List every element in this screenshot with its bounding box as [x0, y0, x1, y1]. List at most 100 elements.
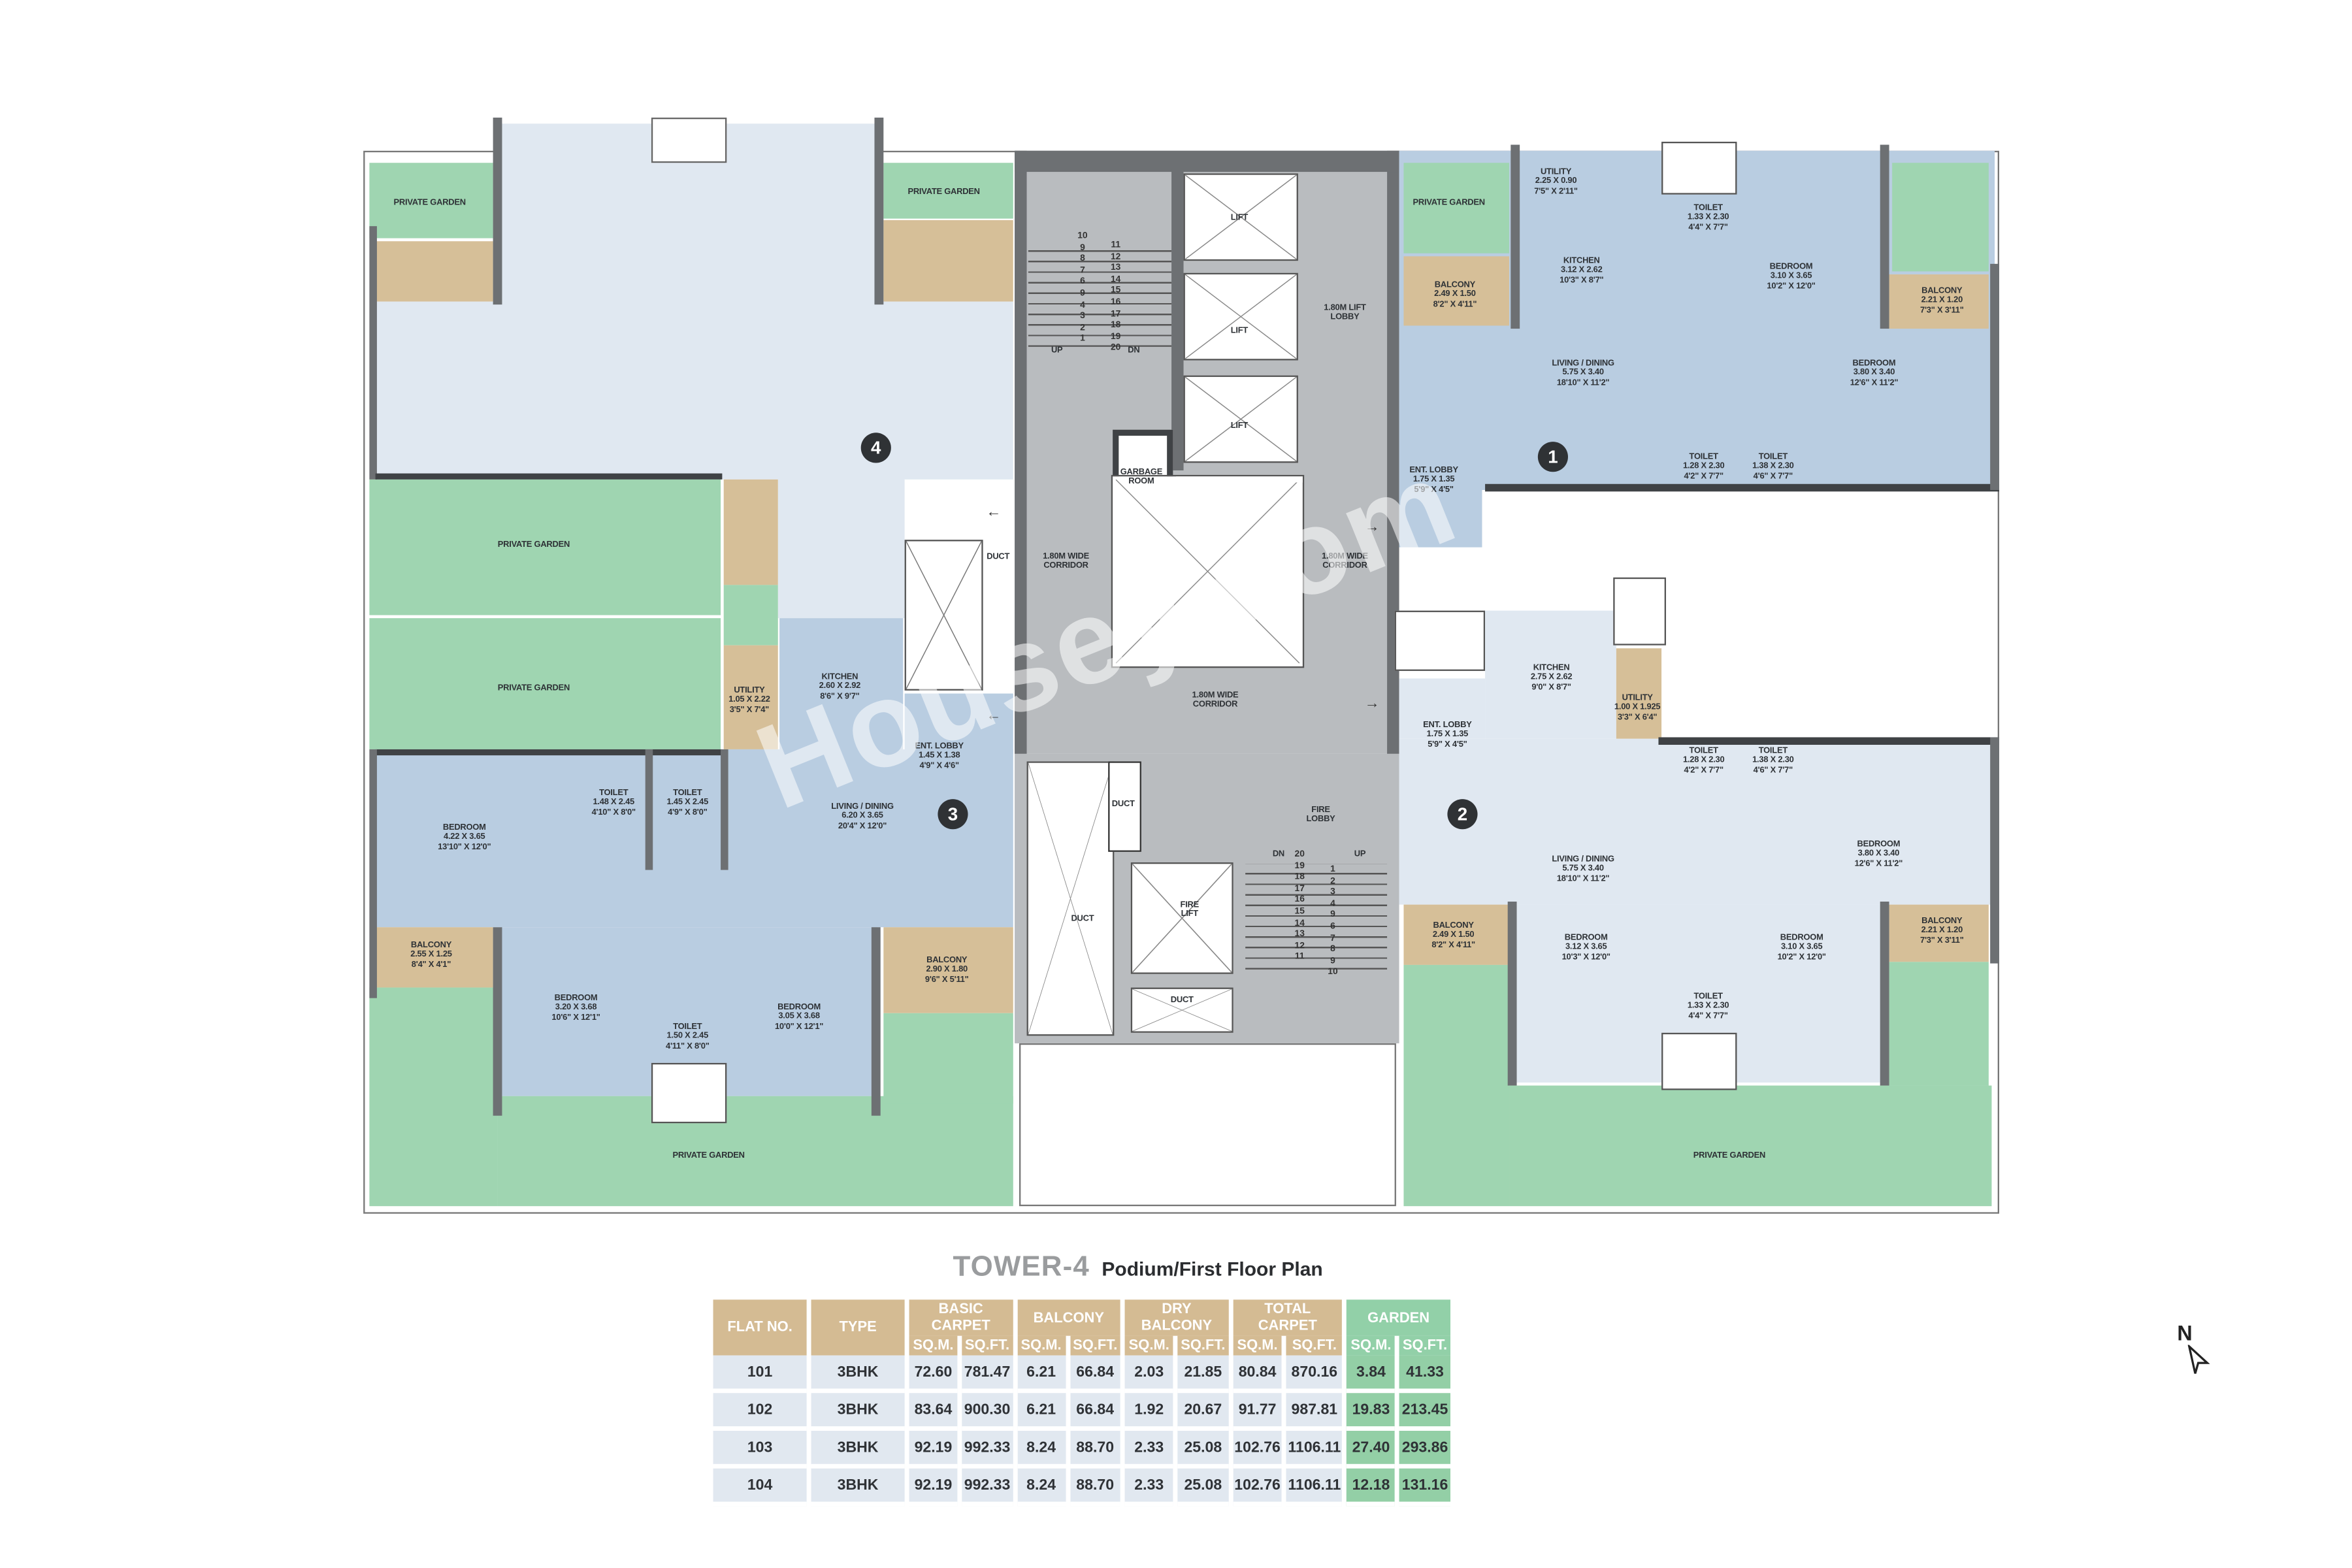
- table-cell: 2.33: [1124, 1468, 1173, 1507]
- private-garden-area: [1892, 163, 1989, 272]
- arrow-right-icon: →: [1364, 519, 1380, 536]
- room-label-metric: 1.38 X 2.30: [1752, 756, 1794, 766]
- room-label-imperial: 4'2" X 7'7": [1684, 766, 1724, 776]
- balcony-area: [1403, 904, 1510, 965]
- lift-shaft: [1183, 375, 1298, 463]
- duct: [1130, 987, 1233, 1033]
- room-label-metric: 4.22 X 3.65: [444, 833, 485, 843]
- shaft: [651, 1062, 727, 1124]
- room-label-name: ENT. LOBBY: [915, 742, 964, 752]
- room-label-metric: 1.38 X 2.30: [1752, 462, 1794, 472]
- private-garden-label: PRIVATE GARDEN: [497, 540, 570, 550]
- col-flat-no: FLAT NO.: [713, 1299, 807, 1356]
- flat-4-kitchen: [777, 476, 905, 619]
- wall: [1880, 144, 1889, 329]
- room-label-imperial: 4'4" X 7'7": [1688, 1011, 1728, 1021]
- room-label-metric: 1.00 X 1.925: [1614, 704, 1661, 713]
- room-label-imperial: 4'6" X 7'7": [1753, 472, 1793, 482]
- wall: [1990, 737, 2000, 964]
- stair-step-number: 10: [1077, 232, 1088, 242]
- table-cell: 992.33: [962, 1431, 1013, 1469]
- room-label-imperial: 10'3" X 8'7": [1560, 276, 1604, 286]
- room-label-metric: 1.50 X 2.45: [666, 1032, 709, 1042]
- table-cell: 8.24: [1017, 1468, 1066, 1507]
- table-cell: 3BHK: [811, 1393, 905, 1431]
- room-label-imperial: 18'10" X 11'2": [1556, 378, 1610, 388]
- table-cell: 1106.11: [1286, 1468, 1343, 1507]
- stair-up-label: UP: [1354, 850, 1366, 859]
- table-cell: 8.24: [1017, 1431, 1066, 1469]
- wall: [493, 927, 502, 1116]
- table-cell: 19.83: [1347, 1393, 1396, 1431]
- room-label-metric: 1.48 X 2.45: [593, 798, 634, 808]
- private-garden-area: [1509, 1085, 1992, 1207]
- room-label-name: TOILET: [1693, 204, 1723, 214]
- wall: [369, 749, 377, 998]
- table-cell: 1106.11: [1286, 1431, 1343, 1469]
- duct: [1108, 761, 1141, 852]
- room-label-name: TOILET: [1758, 453, 1788, 463]
- stair-up-label: UP: [1051, 346, 1063, 356]
- room-label-metric: 3.10 X 3.65: [1780, 943, 1823, 953]
- fire-staircase: [1245, 864, 1388, 970]
- balcony-area: [375, 241, 493, 302]
- stair-step-number: 12: [1110, 252, 1121, 262]
- balcony-area: [375, 927, 493, 988]
- wall: [721, 749, 728, 870]
- wall: [1511, 144, 1520, 329]
- entrance-lobby-area: [1399, 490, 1482, 547]
- sqm-header: SQ.M.: [1347, 1335, 1396, 1356]
- fire-lobby-label-line: FIRE: [1311, 806, 1330, 815]
- room-label-imperial: 4'6" X 7'7": [1753, 766, 1793, 776]
- stair-step-number: 15: [1110, 287, 1121, 297]
- lift-shaft: [1183, 272, 1298, 361]
- lift-label: LIFT: [1230, 327, 1249, 336]
- balcony-area: [1887, 904, 1989, 962]
- table-cell: 88.70: [1070, 1431, 1120, 1469]
- table-cell: 131.16: [1399, 1468, 1450, 1507]
- wall: [369, 226, 377, 480]
- shaft: [1613, 577, 1667, 645]
- room-label-name: TOILET: [1693, 992, 1723, 1002]
- fire-lobby-label-line: LOBBY: [1306, 815, 1335, 825]
- stair-step-number: 4: [1080, 301, 1085, 310]
- lift-label: LIFT: [1230, 214, 1249, 223]
- entrance-lobby-area: [1399, 678, 1486, 739]
- room-label-name: BALCONY: [1921, 917, 1963, 926]
- stair-step-number: 16: [1294, 896, 1305, 906]
- private-garden-area: [369, 479, 721, 615]
- room-label-name: BEDROOM: [442, 823, 486, 833]
- table-cell: 293.86: [1399, 1431, 1450, 1469]
- room-label-name: UTILITY: [734, 686, 765, 696]
- room-label-name: LIVING / DINING: [1552, 359, 1614, 368]
- room-label-name: BEDROOM: [554, 994, 598, 1004]
- stair-step-number: 16: [1110, 298, 1121, 308]
- wall: [1387, 150, 1399, 754]
- sqft-header: SQ.FT.: [1177, 1335, 1229, 1356]
- fire-lift-shaft: [1130, 862, 1233, 974]
- private-garden-area: [497, 1096, 1013, 1207]
- stair-step-number: 7: [1080, 266, 1085, 276]
- table-cell: 213.45: [1399, 1393, 1450, 1431]
- staircase: [1028, 241, 1172, 347]
- table-cell: 41.33: [1399, 1355, 1450, 1394]
- room-label-metric: 2.60 X 2.92: [819, 682, 861, 692]
- corridor-label-line: CORRIDOR: [1322, 562, 1367, 572]
- room-label-name: TOILET: [673, 789, 702, 798]
- private-garden-label: PRIVATE GARDEN: [393, 199, 466, 208]
- table-cell: 91.77: [1232, 1393, 1282, 1431]
